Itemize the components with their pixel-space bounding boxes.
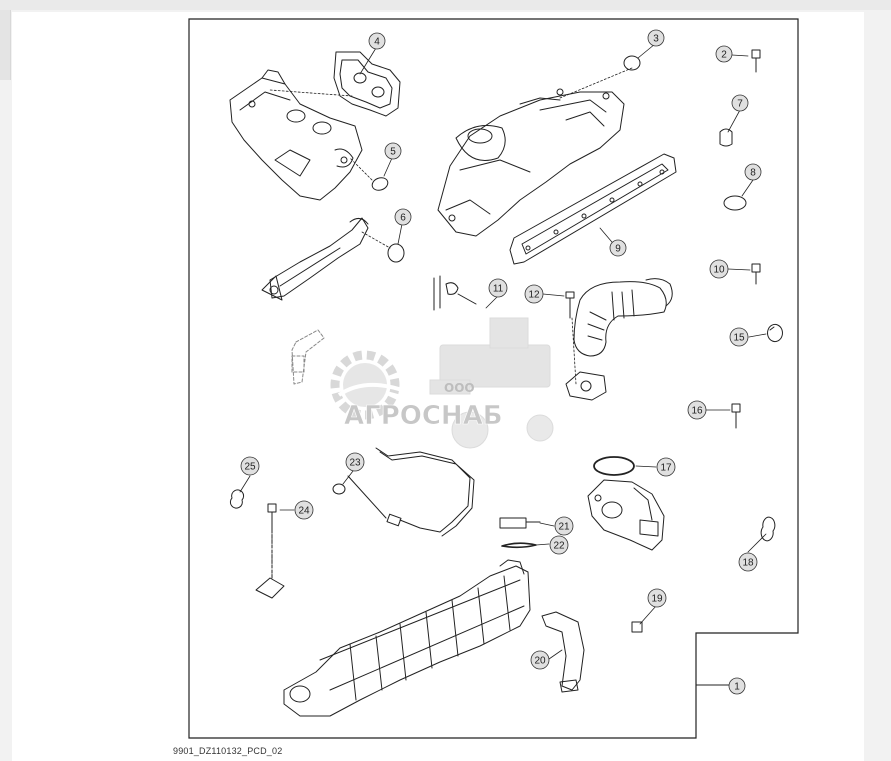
sensor-part-21: [499, 517, 541, 529]
callout-18-label: 18: [742, 558, 754, 569]
manifold-gasket-part-9: [509, 153, 677, 265]
coolant-tube-part: [347, 447, 475, 537]
callout-16[interactable]: 16: [687, 400, 707, 420]
callout-12-label: 12: [528, 290, 540, 301]
dashed-leader-lines: [269, 67, 633, 579]
callout-11-label: 11: [493, 284, 504, 295]
callout-6-label: 6: [400, 213, 406, 224]
callout-24[interactable]: 24: [294, 500, 314, 520]
callout-15[interactable]: 15: [729, 327, 749, 347]
callout-leaders: [239, 43, 767, 660]
o-ring-part-23: [332, 483, 346, 495]
callout-10-label: 10: [713, 265, 725, 276]
bolt-part-16: [731, 403, 741, 429]
watermark-brand-text: АГРОСНАБ: [344, 401, 503, 431]
o-ring-part-3: [623, 55, 641, 71]
callout-9-label: 9: [615, 244, 621, 255]
o-ring-part-5: [371, 177, 389, 191]
callout-18[interactable]: 18: [738, 552, 758, 572]
callout-21[interactable]: 21: [554, 516, 574, 536]
clip-part-19: [631, 621, 643, 633]
o-ring-part-6: [387, 243, 405, 263]
callout-25[interactable]: 25: [240, 456, 260, 476]
callout-20[interactable]: 20: [530, 650, 550, 670]
callout-19-label: 19: [651, 594, 663, 605]
bolt-part-10: [751, 263, 761, 285]
sensor-part-11: [433, 275, 477, 311]
callout-22-label: 22: [553, 541, 565, 552]
callout-21-label: 21: [558, 522, 570, 533]
callout-5-label: 5: [390, 147, 396, 158]
clip-part-7: [719, 128, 733, 147]
callout-3[interactable]: 3: [647, 29, 665, 47]
egr-cooler-part: [283, 559, 531, 717]
left-panel-tab[interactable]: [0, 10, 11, 80]
coolant-pipe-part-20: [541, 611, 585, 693]
callout-17[interactable]: 17: [656, 457, 676, 477]
callout-10[interactable]: 10: [709, 259, 729, 279]
callout-7-label: 7: [737, 99, 743, 110]
egr-valve-housing-part: [229, 69, 363, 201]
callout-16-label: 16: [691, 406, 703, 417]
o-ring-part-22: [501, 542, 537, 549]
callout-4-label: 4: [374, 37, 380, 48]
callout-9[interactable]: 9: [609, 239, 627, 257]
bolt-part-12: [565, 291, 575, 319]
clamp-part-18: [760, 516, 776, 542]
watermark: ООО АГРОСНАБ: [330, 317, 554, 449]
combine-harvester-icon: [429, 317, 554, 449]
o-ring-part-8: [723, 195, 747, 211]
callout-8[interactable]: 8: [744, 163, 762, 181]
callout-19[interactable]: 19: [647, 588, 667, 608]
flex-pipe-part: [565, 278, 673, 401]
callout-8-label: 8: [750, 168, 756, 179]
egr-tube-part: [261, 217, 369, 301]
egr-valve-part: [587, 479, 665, 551]
window-top-strip: [0, 0, 891, 10]
figure-code-caption: 9901_DZ110132_PCD_02: [173, 746, 283, 756]
callout-23[interactable]: 23: [345, 452, 365, 472]
bolt-part-24: [255, 503, 285, 599]
callout-15-label: 15: [733, 333, 745, 344]
faded-pipe-part: [291, 329, 325, 385]
callout-1-label: 1: [734, 682, 740, 693]
callout-24-label: 24: [298, 506, 310, 517]
exhaust-manifold-part: [437, 88, 625, 237]
callout-3-label: 3: [653, 34, 659, 45]
gear-logo-icon: [330, 350, 406, 420]
callout-4[interactable]: 4: [368, 32, 386, 50]
clamp-part-15: [767, 323, 783, 343]
watermark-small-text: ООО: [444, 381, 475, 395]
callout-6[interactable]: 6: [394, 208, 412, 226]
callout-23-label: 23: [349, 458, 361, 469]
bolt-part-2: [751, 49, 761, 73]
diagram-frame: [188, 18, 799, 739]
callout-12[interactable]: 12: [524, 284, 544, 304]
callout-25-label: 25: [244, 462, 256, 473]
callout-22[interactable]: 22: [549, 535, 569, 555]
callout-2-label: 2: [721, 50, 727, 61]
o-ring-part-17: [593, 456, 635, 476]
callout-7[interactable]: 7: [731, 94, 749, 112]
gasket-part-4: [333, 51, 401, 117]
clamp-part-25: [229, 489, 245, 509]
callout-2[interactable]: 2: [715, 45, 733, 63]
callout-17-label: 17: [660, 463, 672, 474]
callout-1[interactable]: 1: [728, 677, 746, 695]
callout-5[interactable]: 5: [384, 142, 402, 160]
callout-20-label: 20: [534, 656, 546, 667]
callout-11[interactable]: 11: [488, 278, 508, 298]
